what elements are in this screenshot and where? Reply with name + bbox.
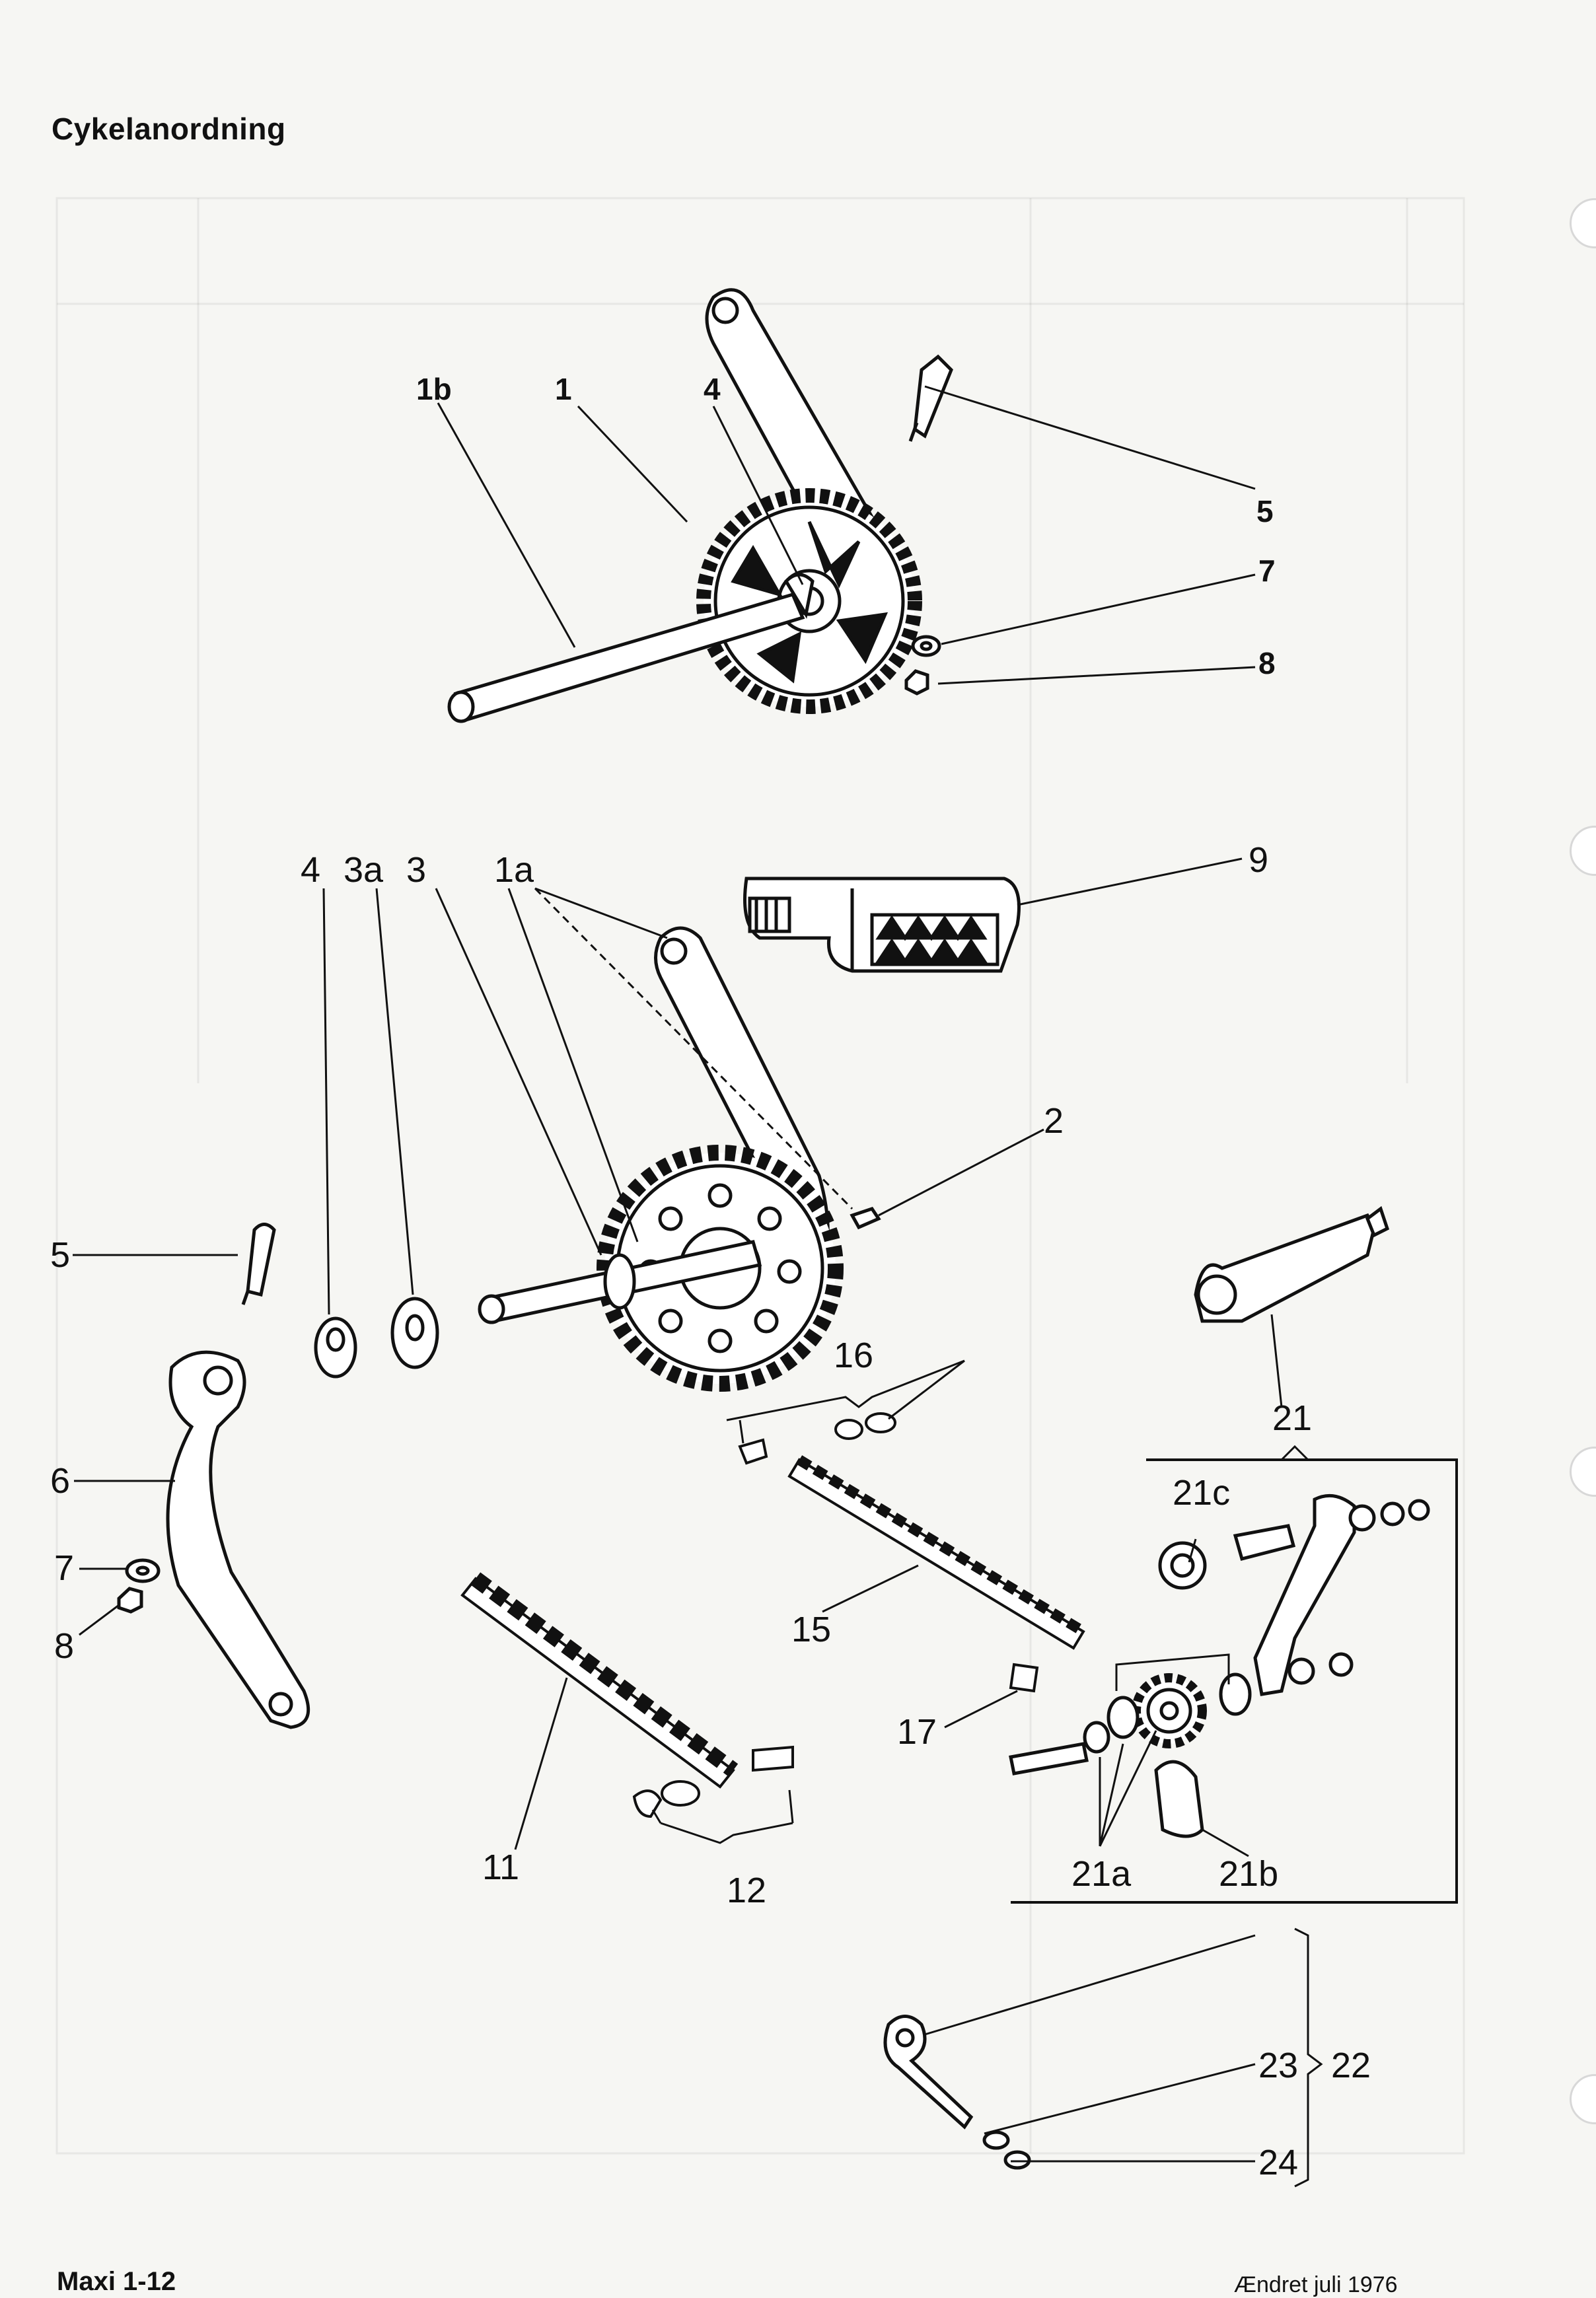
callout-5: 5 (50, 1235, 70, 1275)
chain-15 (787, 1455, 1087, 1650)
callout-labels: 1b 1 4 5 7 8 9 4 3a 3 1a 2 5 6 7 8 16 15… (50, 372, 1371, 2182)
callout-24: 24 (1258, 2143, 1298, 2182)
leader-lines (73, 385, 1323, 2188)
left-loose-parts (117, 1223, 439, 1729)
upper-crank-assembly (447, 288, 953, 723)
callout-8: 8 (54, 1626, 74, 1666)
callout-9: 9 (1249, 840, 1268, 880)
footer-page-id: Maxi 1-12 (57, 2267, 176, 2296)
callout-21a: 21a (1071, 1854, 1132, 1894)
callout-21c: 21c (1173, 1473, 1230, 1513)
callout-3: 3 (406, 850, 426, 890)
tensioner-assembly (1009, 1205, 1458, 1904)
callout-4-top: 4 (704, 372, 721, 406)
tension-bolt (883, 2015, 1031, 2170)
callout-8-top: 8 (1258, 646, 1276, 680)
page-title: Cykelanordning (52, 112, 286, 146)
callout-5-top: 5 (1256, 494, 1274, 528)
bleed-through-table (55, 197, 1465, 2155)
callout-2: 2 (1044, 1101, 1064, 1141)
callout-1a: 1a (494, 850, 534, 890)
callout-23: 23 (1258, 2046, 1298, 2085)
cotter-pin-top (908, 354, 953, 442)
callout-11: 11 (482, 1848, 519, 1887)
pedal (743, 877, 1021, 973)
callout-21: 21 (1272, 1398, 1312, 1438)
callout-7-top: 7 (1258, 554, 1276, 588)
callout-1: 1 (555, 372, 572, 406)
footer-revision: Ændret juli 1976 (1234, 2272, 1398, 2297)
callout-4: 4 (301, 850, 320, 890)
lower-crank-assembly (478, 926, 881, 1392)
callout-21b: 21b (1219, 1854, 1278, 1894)
callout-1b: 1b (416, 372, 452, 406)
callout-15: 15 (791, 1610, 831, 1649)
callout-6: 6 (50, 1461, 70, 1501)
callout-17: 17 (897, 1712, 937, 1752)
callout-22: 22 (1331, 2046, 1371, 2085)
chain-links (632, 1412, 1039, 1818)
callout-16: 16 (834, 1336, 873, 1375)
callout-12: 12 (727, 1871, 766, 1910)
chain-11 (460, 1572, 739, 1789)
callout-7: 7 (54, 1548, 74, 1588)
callout-3a: 3a (344, 850, 384, 890)
